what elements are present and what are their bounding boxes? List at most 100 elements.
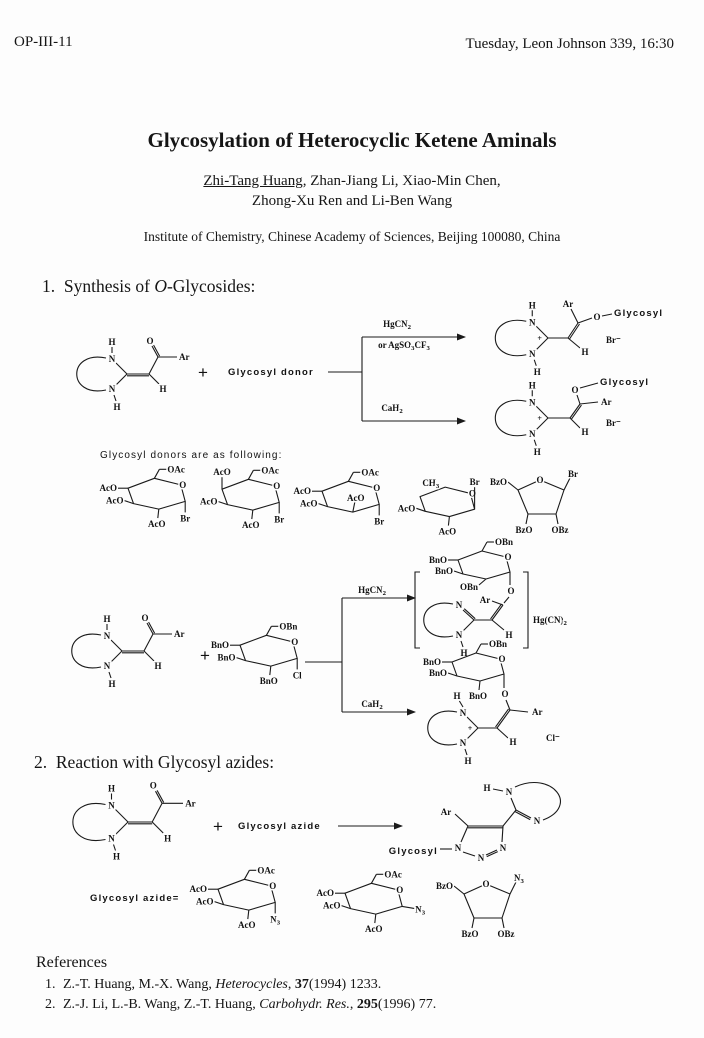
- label-part: N: [270, 914, 277, 924]
- atom-label: BnO: [260, 676, 278, 686]
- bond: [563, 477, 571, 491]
- atom-label: CH3: [422, 478, 440, 490]
- label-part: OBn: [460, 582, 478, 592]
- atom-label: AcO: [398, 503, 416, 513]
- atom-label: O: [482, 879, 489, 889]
- bond: [496, 727, 509, 739]
- ring-arc: [72, 802, 106, 842]
- atom-label: H: [534, 367, 541, 377]
- atom-label: N3: [415, 904, 426, 916]
- label-part: Br: [470, 477, 480, 487]
- bond: [370, 874, 377, 884]
- bond: [491, 619, 505, 631]
- atom-label: H: [103, 614, 110, 624]
- atom-label: BnO: [423, 657, 441, 667]
- bond: [478, 578, 487, 586]
- reagent-hgcn2: HgCN2: [383, 319, 412, 331]
- atom-label: O: [501, 689, 508, 699]
- label-part: O: [179, 480, 186, 490]
- atom-label: AcO: [148, 519, 166, 529]
- label-part: Hg(CN): [533, 615, 564, 625]
- atom-label: AcO: [196, 897, 214, 907]
- label-part: O: [498, 654, 505, 664]
- arrow-head: [394, 822, 403, 830]
- label-part: N: [108, 801, 115, 811]
- atom-label: BzO: [462, 929, 479, 939]
- bond: [501, 825, 504, 843]
- label-part: N: [108, 834, 115, 844]
- atom-label: BnO: [469, 691, 487, 701]
- affiliation: Institute of Chemistry, Chinese Academy …: [143, 229, 561, 244]
- bond: [464, 748, 468, 756]
- bracket-right: [523, 571, 529, 649]
- label-part: O: [373, 483, 380, 493]
- bond: [115, 809, 129, 823]
- label-part: OBn: [489, 639, 507, 649]
- arrow-head: [457, 333, 466, 341]
- double-bond: [490, 603, 502, 620]
- bond: [416, 507, 426, 512]
- label-part: N: [415, 904, 422, 914]
- bond: [453, 570, 464, 575]
- subscript: 3: [436, 483, 440, 490]
- atom-label: H: [505, 630, 512, 640]
- label-part: BnO: [211, 640, 229, 650]
- bond: [555, 513, 559, 525]
- label-part: OBn: [495, 537, 513, 547]
- double-bond: [462, 609, 475, 621]
- bond: [143, 633, 154, 652]
- subscript: 2: [383, 590, 387, 597]
- label-part: Ar: [532, 707, 543, 717]
- atom-label: Cl⁻: [546, 733, 560, 743]
- label-part: BnO: [217, 653, 235, 663]
- atom-label: N: [478, 853, 485, 863]
- bond: [251, 510, 254, 520]
- bond: [115, 362, 128, 375]
- atom-label: Ar: [601, 397, 612, 407]
- atom-label: OAc: [384, 869, 402, 879]
- double-bond: [151, 345, 159, 358]
- atom-label: Br: [274, 514, 284, 524]
- label-part: Glycosyl azide: [238, 821, 321, 832]
- atom-label: H: [483, 783, 490, 793]
- authors-line-2: Zhong-Xu Ren and Li-Ben Wang: [251, 193, 453, 209]
- atom-label: N3: [270, 914, 281, 926]
- atom-label: O: [507, 586, 514, 596]
- reagent-hgcn2: HgCN2: [358, 585, 387, 597]
- label-part: H: [581, 427, 588, 437]
- atom-label: AcO: [200, 497, 218, 507]
- atom-label: O: [273, 481, 280, 491]
- ring-arc: [494, 319, 527, 357]
- subscript: 3: [521, 878, 525, 885]
- label-part: BzO: [516, 525, 533, 535]
- bond: [507, 481, 519, 491]
- atom-label: OBn: [495, 537, 513, 547]
- atom-label: Ar: [185, 798, 196, 808]
- references-heading: References: [36, 954, 108, 971]
- label-part: Br: [568, 469, 578, 479]
- label-part: O: [504, 552, 511, 562]
- bond: [509, 709, 529, 713]
- bond: [110, 639, 123, 652]
- label-part: N: [534, 816, 541, 826]
- double-bond: [569, 403, 581, 419]
- positive-charge: +: [537, 334, 542, 343]
- atom-label: H: [460, 648, 467, 658]
- bond: [143, 650, 155, 662]
- atom-label: OBz: [552, 525, 569, 535]
- double-bond: [153, 344, 161, 357]
- bond: [535, 337, 549, 351]
- donors-caption: Glycosyl donors are as following:: [100, 450, 282, 461]
- label-part: BnO: [469, 691, 487, 701]
- label-part: H: [154, 661, 161, 671]
- reference-volume: 295: [356, 997, 378, 1012]
- scheme-2-conditions: +Glycosyl azide: [212, 815, 403, 837]
- bond: [115, 373, 128, 386]
- atom-label: N: [529, 397, 536, 407]
- label-part: N: [460, 708, 467, 718]
- atom-label: O: [141, 613, 148, 623]
- label-part: O: [150, 781, 157, 791]
